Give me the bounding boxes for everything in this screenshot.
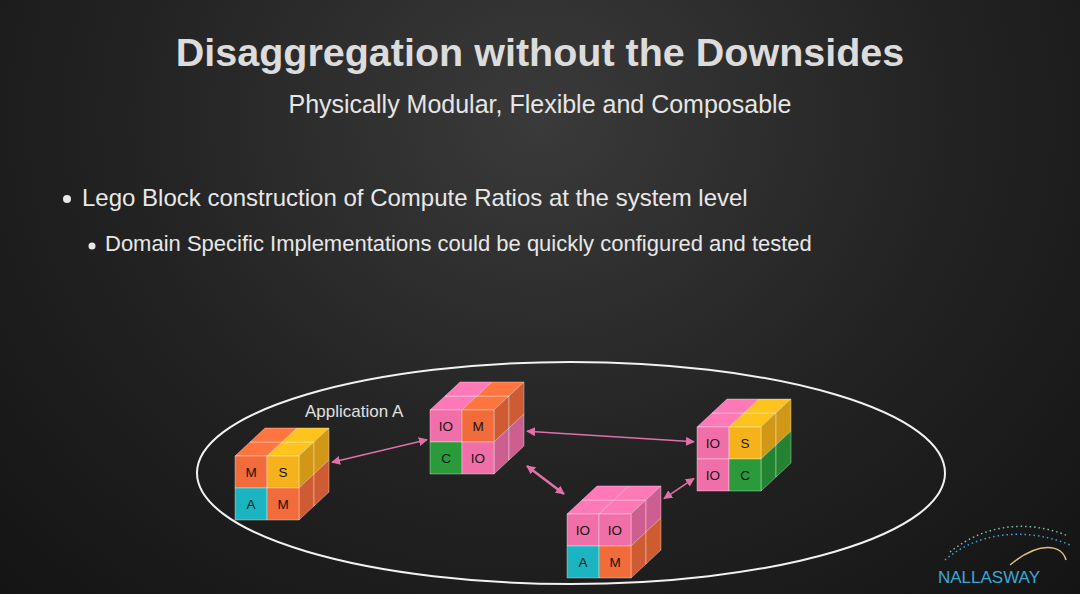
cube-front-face: [235, 488, 267, 520]
module-cube: MSAM: [235, 428, 329, 520]
cube-side-face: [314, 460, 329, 506]
cube-front-face: [567, 546, 599, 578]
module-letter: IO: [697, 459, 729, 491]
link-arrow: [332, 440, 427, 462]
cube-side-face: [761, 445, 776, 491]
module-letter: M: [235, 456, 267, 488]
cube-side-face: [646, 518, 661, 564]
module-letter: C: [729, 459, 761, 491]
module-letter: IO: [462, 442, 494, 474]
module-letter: A: [567, 546, 599, 578]
slide-subtitle: Physically Modular, Flexible and Composa…: [0, 90, 1080, 119]
module-cube: IOMCIO: [430, 382, 524, 474]
module-letter: IO: [697, 427, 729, 459]
cube-side-face: [776, 431, 791, 477]
cube-front-face: [599, 514, 631, 546]
cube-front-face: [430, 442, 462, 474]
cube-side-face: [509, 414, 524, 460]
cube-front-face: [267, 488, 299, 520]
logo-swirl: [945, 526, 1070, 565]
cube-front-face: [235, 456, 267, 488]
bullet-text: Domain Specific Implementations could be…: [105, 231, 812, 257]
link-arrow: [527, 431, 694, 442]
logo-text: NALLASWAY: [938, 568, 1040, 588]
cube-side-face: [299, 474, 314, 520]
bullet-text: Lego Block construction of Compute Ratio…: [82, 184, 748, 212]
application-group: Application AMSAMIOMCIOIOSIOCIOIOAM: [195, 360, 947, 590]
slide-title: Disaggregation without the Downsides: [0, 30, 1080, 75]
cube-front-face: [697, 427, 729, 459]
cube-front-face: [729, 427, 761, 459]
cube-front-face: [567, 514, 599, 546]
module-letter: M: [599, 546, 631, 578]
module-letter: C: [430, 442, 462, 474]
cube-front-face: [697, 459, 729, 491]
bullet: [89, 243, 96, 250]
module-cube: IOSIOC: [697, 399, 791, 491]
module-letter: M: [267, 488, 299, 520]
module-letter: IO: [430, 410, 462, 442]
cube-front-face: [462, 410, 494, 442]
cube-front-face: [267, 456, 299, 488]
group-ellipse: [197, 362, 945, 584]
cube-front-face: [729, 459, 761, 491]
bullet: [63, 195, 71, 203]
link-arrow: [527, 466, 564, 494]
cube-front-face: [430, 410, 462, 442]
cube-front-face: [462, 442, 494, 474]
module-cube: IOIOAM: [567, 486, 661, 578]
module-letter: M: [462, 410, 494, 442]
module-letter: IO: [567, 514, 599, 546]
module-letter: A: [235, 488, 267, 520]
cube-front-face: [599, 546, 631, 578]
link-arrow: [664, 478, 694, 498]
cube-side-face: [494, 428, 509, 474]
cube-side-face: [631, 532, 646, 578]
module-letter: IO: [599, 514, 631, 546]
group-label: Application A: [305, 402, 403, 422]
module-letter: S: [267, 456, 299, 488]
module-letter: S: [729, 427, 761, 459]
